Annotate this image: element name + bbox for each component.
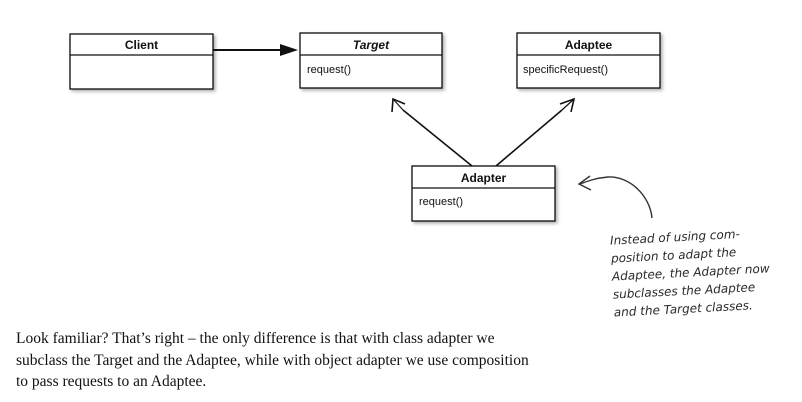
paragraph-line-1: Look familiar? That’s right – the only d… <box>16 330 495 347</box>
adapter-request-method: request() <box>419 196 463 208</box>
adapter-class-box: Adapter request() <box>411 165 556 222</box>
annotation-pointer-arrow <box>577 175 653 219</box>
target-request-method: request() <box>307 64 351 76</box>
adaptee-class-name: Adaptee <box>565 38 613 52</box>
explanation-paragraph: Look familiar? That’s right – the only d… <box>16 328 576 393</box>
adapter-class-name: Adapter <box>461 171 507 185</box>
paragraph-line-3: to pass requests to an Adaptee. <box>16 373 207 390</box>
adaptee-specific-request-method: specificRequest() <box>523 64 608 76</box>
inheritance-adapter-target <box>391 97 473 167</box>
annotation-line-5: and the Target classes. <box>613 298 753 319</box>
client-class-box: Client <box>69 33 214 90</box>
inheritance-adapter-adaptee <box>495 97 576 167</box>
client-class-name: Client <box>125 38 158 52</box>
annotation-note: Instead of using com- position to adapt … <box>610 227 770 320</box>
target-class-box: Target request() <box>299 32 443 89</box>
adaptee-class-box: Adaptee specificRequest() <box>516 32 661 89</box>
target-class-name: Target <box>353 38 390 52</box>
paragraph-line-2: subclass the Target and the Adaptee, whi… <box>16 351 529 369</box>
association-client-target <box>213 44 298 56</box>
annotation-line-1: Instead of using com- <box>610 227 740 248</box>
annotation-line-2: position to adapt the <box>610 245 737 266</box>
